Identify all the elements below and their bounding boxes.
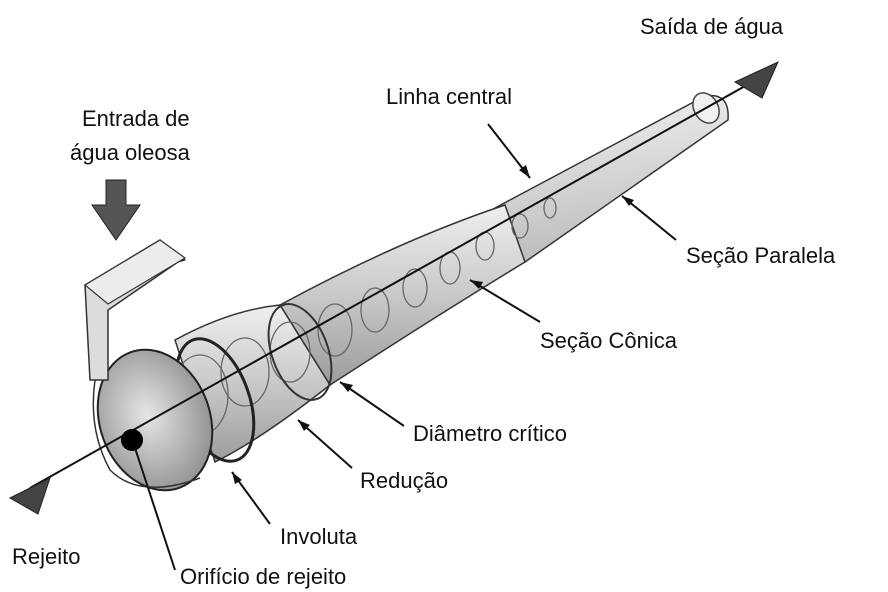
label-reducao: Redução	[360, 468, 448, 494]
label-secao-conica: Seção Cônica	[540, 328, 677, 354]
reject-orifice	[121, 429, 143, 451]
label-orificio-de-rejeito: Orifício de rejeito	[180, 564, 346, 590]
label-entrada-line2: água oleosa	[70, 140, 190, 166]
outlet-arrow-icon	[735, 62, 778, 98]
label-secao-paralela: Seção Paralela	[686, 243, 835, 269]
inlet-arrow-icon	[92, 180, 140, 240]
inlet-top	[85, 240, 185, 304]
label-saida-de-agua: Saída de água	[640, 14, 783, 40]
label-rejeito: Rejeito	[12, 544, 80, 570]
reject-arrow-icon	[10, 478, 50, 514]
label-linha-central: Linha central	[386, 84, 512, 110]
conical-section-shape	[280, 205, 525, 385]
parallel-section-shape	[495, 96, 728, 263]
label-entrada-line1: Entrada de	[82, 106, 190, 132]
label-diametro-critico: Diâmetro crítico	[413, 421, 567, 447]
label-involuta: Involuta	[280, 524, 357, 550]
